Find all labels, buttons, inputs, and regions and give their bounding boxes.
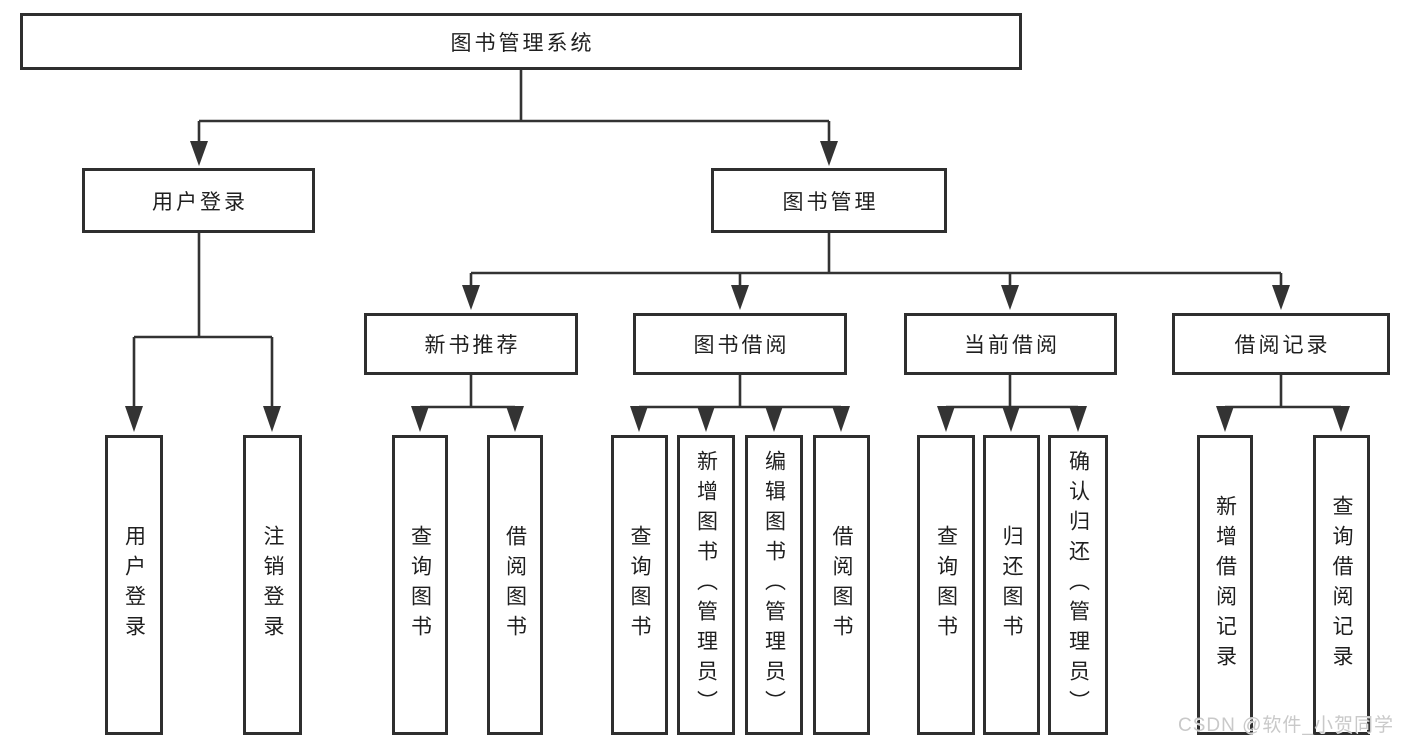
leaf-borrow-book: 借阅图书 <box>813 435 870 735</box>
csdn-watermark: CSDN @软件_小贺同学 <box>1178 715 1394 736</box>
leaf-logout: 注销登录 <box>243 435 302 735</box>
node-book-management: 图书管理 <box>711 168 947 233</box>
leaf-recommend-borrow-book: 借阅图书 <box>487 435 543 735</box>
node-book-borrow: 图书借阅 <box>633 313 847 375</box>
node-borrow-records: 借阅记录 <box>1172 313 1390 375</box>
node-user-login: 用户登录 <box>82 168 315 233</box>
leaf-borrow-query-book: 查询图书 <box>611 435 668 735</box>
leaf-user-login: 用户登录 <box>105 435 163 735</box>
leaf-edit-book-admin: 编辑图书（管理员） <box>745 435 803 735</box>
leaf-add-book-admin: 新增图书（管理员） <box>677 435 735 735</box>
node-root-system: 图书管理系统 <box>20 13 1022 70</box>
leaf-current-query-book: 查询图书 <box>917 435 975 735</box>
leaf-confirm-return-admin: 确认归还（管理员） <box>1048 435 1108 735</box>
leaf-add-borrow-record: 新增借阅记录 <box>1197 435 1253 735</box>
node-current-borrow: 当前借阅 <box>904 313 1117 375</box>
leaf-recommend-query-book: 查询图书 <box>392 435 448 735</box>
node-new-book-recommend: 新书推荐 <box>364 313 578 375</box>
leaf-query-borrow-record: 查询借阅记录 <box>1313 435 1370 735</box>
leaf-return-book: 归还图书 <box>983 435 1040 735</box>
